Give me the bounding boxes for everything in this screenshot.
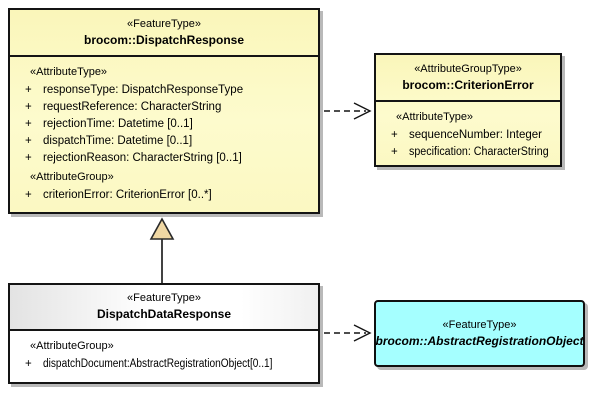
attribute-row: + rejectionReason: CharacterString [0..1… — [10, 150, 318, 167]
attributes-compartment: «AttributeType» + sequenceNumber: Intege… — [376, 102, 560, 161]
visibility-plus: + — [25, 358, 32, 370]
stereotype-label: «FeatureType» — [442, 318, 517, 331]
class-box-criterion-error[interactable]: «AttributeGroupType» brocom::CriterionEr… — [374, 53, 562, 167]
visibility-plus: + — [391, 146, 398, 158]
visibility-plus: + — [25, 135, 32, 147]
open-arrowhead-icon — [353, 324, 372, 342]
visibility-plus: + — [25, 118, 32, 130]
attribute-row: + requestReference: CharacterString — [10, 99, 318, 116]
attribute-row: + responseType: DispatchResponseType — [10, 82, 318, 99]
class-box-dispatch-data-response[interactable]: «FeatureType» DispatchDataResponse «Attr… — [8, 283, 320, 384]
stereotype-label: «FeatureType» — [127, 292, 201, 304]
attribute-row: + dispatchTime: Datetime [0..1] — [10, 133, 318, 150]
attribute-text: responseType: DispatchResponseType — [43, 84, 244, 96]
class-box-dispatch-response[interactable]: «FeatureType» brocom::DispatchResponse «… — [8, 8, 320, 214]
attribute-text: rejectionReason: CharacterString [0..1] — [43, 152, 242, 164]
class-header: «FeatureType» DispatchDataResponse — [10, 285, 318, 331]
attribute-text: sequenceNumber: Integer — [409, 129, 542, 141]
attribute-row: + rejectionTime: Datetime [0..1] — [10, 116, 318, 133]
attribute-text: dispatchTime: Datetime [0..1] — [43, 135, 193, 147]
class-header: «AttributeGroupType» brocom::CriterionEr… — [376, 55, 560, 102]
visibility-plus: + — [25, 189, 32, 201]
attribute-row: + sequenceNumber: Integer — [376, 127, 560, 144]
open-arrowhead-icon — [353, 102, 372, 120]
attribute-text: specification: CharacterString — [409, 146, 549, 158]
visibility-plus: + — [25, 152, 32, 164]
generalization-triangle — [149, 217, 175, 240]
visibility-plus: + — [391, 129, 398, 141]
attribute-row: + dispatchDocument:AbstractRegistrationO… — [10, 356, 318, 373]
stereotype-label: «AttributeGroupType» — [414, 62, 522, 75]
stereotype-label: «FeatureType» — [127, 17, 201, 30]
attributes-compartment: «AttributeType» + responseType: Dispatch… — [10, 57, 318, 204]
dependency-connector-abstract-registration-object[interactable] — [324, 324, 372, 342]
class-name: brocom::DispatchResponse — [83, 32, 245, 47]
class-name: brocom::AbstractRegistrationObject — [375, 333, 584, 348]
class-name: brocom::CriterionError — [402, 77, 534, 92]
visibility-plus: + — [25, 84, 32, 96]
attribute-text: requestReference: CharacterString — [43, 101, 222, 113]
attribute-type-section-label: «AttributeType» — [30, 66, 108, 78]
dependency-connector-criterion-error[interactable] — [324, 102, 372, 120]
class-header: «FeatureType» brocom::DispatchResponse — [10, 10, 318, 57]
attribute-text: rejectionTime: Datetime [0..1] — [43, 118, 193, 130]
attribute-row: + specification: CharacterString — [376, 144, 560, 161]
attribute-group-section-label: «AttributeGroup» — [30, 171, 114, 183]
generalization-connector[interactable] — [149, 217, 175, 283]
attribute-group-section-label: «AttributeGroup» — [30, 340, 114, 352]
attribute-text: dispatchDocument:AbstractRegistrationObj… — [43, 358, 273, 370]
attribute-text: criterionError: CriterionError [0..*] — [43, 189, 212, 201]
attributes-compartment: «AttributeGroup» + dispatchDocument:Abst… — [10, 331, 318, 373]
class-box-abstract-registration-object[interactable]: «FeatureType» brocom::AbstractRegistrati… — [374, 300, 585, 367]
attribute-type-section-label: «AttributeType» — [396, 111, 474, 123]
visibility-plus: + — [25, 101, 32, 113]
class-name: DispatchDataResponse — [96, 307, 232, 321]
attribute-row: + criterionError: CriterionError [0..*] — [10, 187, 318, 204]
